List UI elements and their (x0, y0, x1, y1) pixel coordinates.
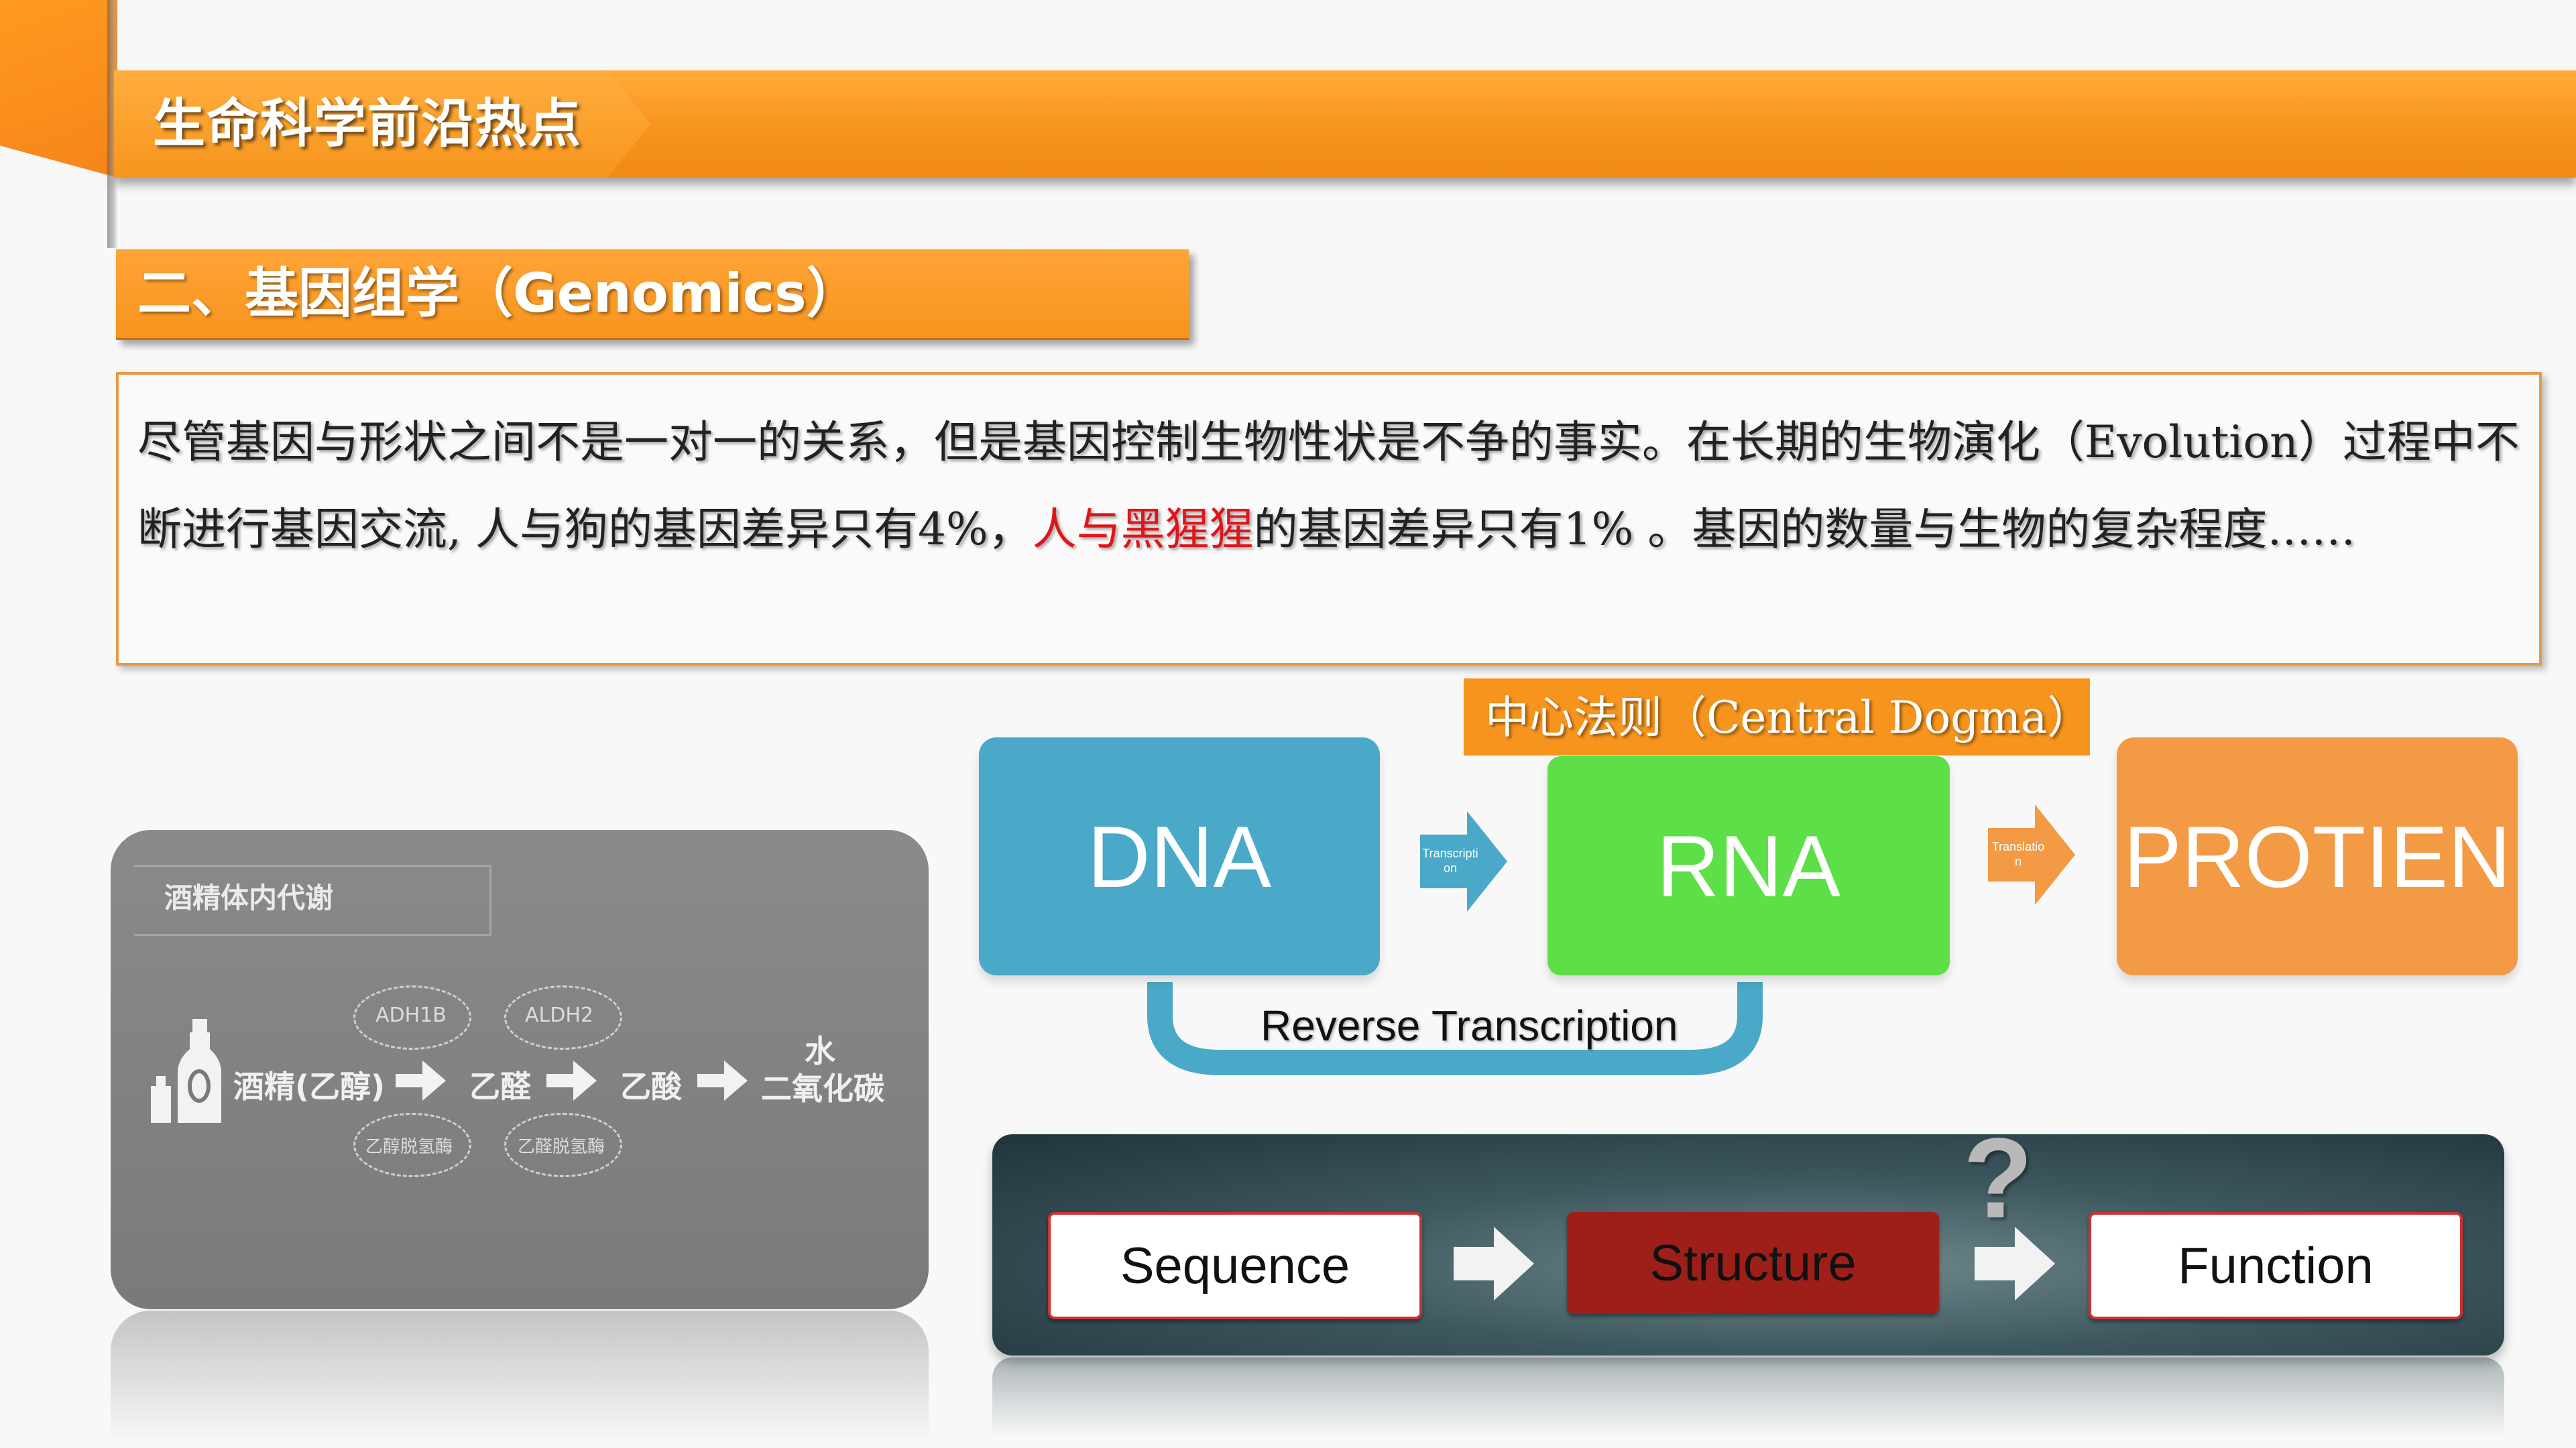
enzyme2-name: 乙醛脱氢酶 (518, 1137, 605, 1157)
enzyme1-name-ellipse (353, 1113, 471, 1177)
reverse-transcription-arrow (1147, 982, 1763, 1075)
sequence-arrow-icon (1454, 1227, 1534, 1301)
central-dogma-text: 中心法则（Central Dogma） (1485, 692, 2092, 743)
ethanol-label: 酒精(乙醇) (233, 1069, 386, 1105)
paragraph-text: 尽管基因与形状之间不是一对一的关系，但是基因控制生物性状是不争的事实。在长期的生… (137, 399, 2524, 573)
sequence-box: Sequence (1048, 1212, 1422, 1319)
metabolism-panel (111, 830, 929, 1309)
section-title: 二、基因组学（Genomics） (137, 262, 860, 324)
paragraph-box (116, 372, 2542, 666)
function-box: Function (2089, 1212, 2463, 1319)
paragraph-part1: 尽管基因与形状之间不是一对一的关系，但是基因控制生物性状是不争的事实。在长期的生… (137, 416, 2520, 555)
transcription-label: Transcripti on (1422, 847, 1478, 875)
enzyme1-label: ADH1B (375, 1004, 447, 1027)
rna-box: RNA (1547, 756, 1950, 975)
structure-arrow-icon (1975, 1227, 2055, 1301)
ssf-reflection (992, 1358, 2504, 1438)
corner-accent (0, 0, 117, 178)
dna-box: DNA (979, 737, 1380, 975)
header-tab (114, 70, 650, 178)
enzyme2-ellipse (504, 985, 622, 1050)
question-mark-icon: ? (1963, 1115, 2033, 1242)
page-title: 生命科学前沿热点 (153, 94, 583, 154)
enzyme1-name: 乙醇脱氢酶 (365, 1137, 453, 1157)
paragraph-part2: 的基因差异只有1% 。基因的数量与生物的复杂程度…… (1253, 503, 2356, 555)
bottle-icon (151, 1019, 221, 1123)
enzyme1-ellipse (353, 985, 471, 1050)
enzyme2-label: ALDH2 (525, 1004, 593, 1027)
metab-arrow-3-icon (697, 1061, 748, 1101)
reverse-transcription-label: Reverse Transcription (1261, 1002, 1678, 1050)
central-dogma-label (1464, 678, 2090, 756)
enzyme2-name-ellipse (504, 1113, 622, 1177)
co2-label: 二氧化碳 (761, 1071, 884, 1107)
paragraph-highlight: 人与黑猩猩 (1032, 503, 1254, 555)
metabolism-title-frame (134, 865, 491, 936)
metabolism-title: 酒精体内代谢 (164, 882, 334, 914)
acetaldehyde-label: 乙醛 (469, 1069, 531, 1105)
section-bar (116, 249, 1189, 340)
metab-arrow-1-icon (396, 1061, 446, 1101)
structure-box: Structure (1567, 1212, 1939, 1314)
water-label: 水 (805, 1033, 835, 1069)
metabolism-reflection (111, 1311, 929, 1445)
translation-arrow-icon (1988, 804, 2075, 905)
protein-box: PROTIEN (2117, 737, 2518, 975)
acetic-acid-label: 乙酸 (620, 1069, 682, 1105)
metab-arrow-2-icon (546, 1061, 597, 1101)
translation-label: Translatio n (1991, 840, 2045, 868)
corner-shadow (107, 0, 118, 248)
transcription-arrow-icon (1420, 811, 1507, 912)
